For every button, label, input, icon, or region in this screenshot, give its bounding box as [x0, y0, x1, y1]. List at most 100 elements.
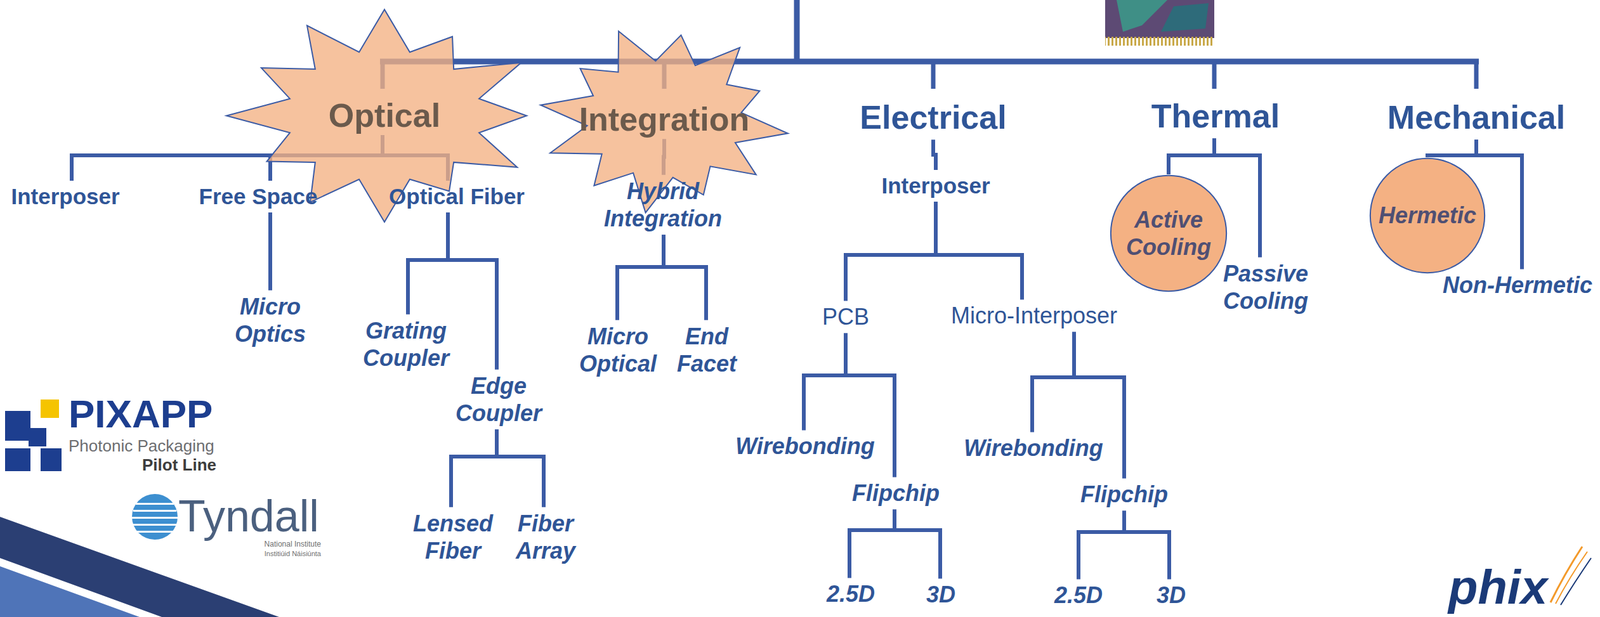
tree-connector: [803, 333, 846, 431]
swoosh-line: [1550, 546, 1583, 603]
drop-line: [1212, 61, 1217, 89]
tree-connector: [935, 201, 1023, 300]
chip-body: [1105, 0, 1215, 39]
tree-label: Wirebonding: [959, 432, 1108, 465]
icon-square: [40, 399, 60, 419]
chip-die: [1116, 0, 1168, 32]
logo-text: PIXAPP: [68, 394, 213, 434]
tree-label: PCB: [818, 300, 873, 334]
tree-label: 3D: [922, 578, 960, 611]
icon-square: [40, 448, 62, 472]
tree-label: Non-Hermetic: [1438, 268, 1597, 302]
logo-text: Pilot Line: [142, 456, 217, 474]
node-text: Hybrid Integration: [603, 177, 722, 233]
tree-label: Fiber Array: [511, 507, 580, 568]
tree-label: Edge Coupler: [451, 369, 546, 430]
node-text: Interposer: [881, 172, 990, 200]
node-text: 2.5D: [826, 580, 875, 608]
icon-square: [5, 411, 31, 441]
tree-connector: [933, 139, 936, 171]
node-text: Free Space: [199, 183, 318, 210]
tree-connector: [617, 234, 664, 321]
tree-label: Wirebonding: [731, 430, 879, 463]
node-text: Flipchip: [852, 479, 940, 507]
tree-connector: [407, 212, 448, 315]
tree-label: Free Space: [195, 180, 322, 213]
node-text: PCB: [822, 303, 870, 331]
tree-label: Passive Cooling: [1219, 257, 1312, 318]
globe-stripe: [137, 531, 173, 533]
tree-label: Micro Optical: [575, 320, 661, 381]
node-text: Wirebonding: [735, 432, 875, 460]
tree-connector: [663, 234, 707, 321]
node-text: Edge Coupler: [455, 372, 542, 427]
node-text: Wirebonding: [963, 434, 1104, 462]
tree-label: Micro-Interposer: [947, 299, 1122, 332]
node-text: End Facet: [676, 322, 737, 378]
band-light: [0, 566, 140, 617]
circle-outline: [1109, 174, 1228, 293]
logo-text: Tyndall: [178, 494, 320, 539]
node-text: 3D: [926, 581, 956, 609]
tree-connector: [496, 429, 544, 508]
node-text: 3D: [1156, 581, 1186, 610]
node-text: Micro-Interposer: [950, 301, 1118, 330]
node-text: Interposer: [10, 183, 120, 210]
logo-text: National Institute: [264, 540, 322, 549]
node-text: Non-Hermetic: [1442, 271, 1593, 299]
node-text: Lensed Fiber: [413, 510, 493, 565]
node-text: Fiber Array: [515, 510, 576, 565]
node-text: Thermal: [1151, 96, 1280, 136]
tree-label: Optical Fiber: [385, 180, 529, 213]
chip-die: [1160, 3, 1209, 32]
chip-pins: [1105, 36, 1215, 46]
node-text: Micro Optical: [579, 322, 657, 378]
swoosh-line: [1560, 558, 1592, 606]
tree-label: End Facet: [673, 320, 741, 381]
tree-label: 2.5D: [1050, 579, 1107, 612]
globe-stripe: [133, 524, 177, 526]
tree-connector: [845, 201, 936, 301]
band-stripe: [0, 558, 162, 617]
tree-label: Lensed Fiber: [409, 507, 497, 568]
tree-connector: [451, 429, 497, 508]
node-text: Hermetic: [1378, 201, 1477, 230]
icon-square: [5, 448, 31, 472]
globe-stripe: [133, 510, 177, 512]
drop-line: [1474, 61, 1479, 89]
highlight-circle: Hermetic: [1369, 157, 1486, 275]
globe-stripe: [135, 503, 174, 505]
logo-text: Institiúid Náisiúnta: [264, 550, 322, 558]
highlight-circle: Active Cooling: [1109, 174, 1228, 293]
tree-label: Grating Coupler: [359, 314, 453, 375]
tyndall-globe: [131, 494, 178, 540]
node-text: 2.5D: [1054, 581, 1103, 610]
drop-line: [931, 61, 936, 89]
tree-connector: [1168, 138, 1215, 175]
node-text: Passive Cooling: [1223, 260, 1309, 315]
tree-connector: [894, 510, 941, 580]
tree-label: 3D: [1152, 579, 1190, 612]
category-label: Thermal: [1147, 93, 1284, 139]
globe: [131, 494, 178, 540]
tree-label: Interposer: [877, 170, 994, 202]
node-text: Optical: [328, 95, 441, 136]
root-bar: [380, 0, 1479, 89]
node-text: Integration: [579, 99, 750, 139]
tree-label: 2.5D: [822, 577, 879, 611]
tree-label: Interposer: [6, 180, 124, 213]
node-text: Flipchip: [1080, 480, 1168, 509]
node-text: Micro Optics: [234, 293, 306, 348]
tree-label: Micro Optics: [230, 290, 310, 351]
tree-connector: [1427, 139, 1477, 158]
tree-connector: [1078, 511, 1125, 580]
tree-connector: [447, 212, 497, 370]
node-text: Grating Coupler: [362, 317, 450, 372]
logo-text: Photonic Packaging: [68, 437, 215, 455]
node-text: Mechanical: [1387, 97, 1566, 138]
tree-label: Flipchip: [1076, 478, 1172, 511]
node-text: Optical Fiber: [388, 183, 525, 210]
tree-connector: [268, 212, 273, 291]
swoosh-line: [1555, 551, 1588, 604]
